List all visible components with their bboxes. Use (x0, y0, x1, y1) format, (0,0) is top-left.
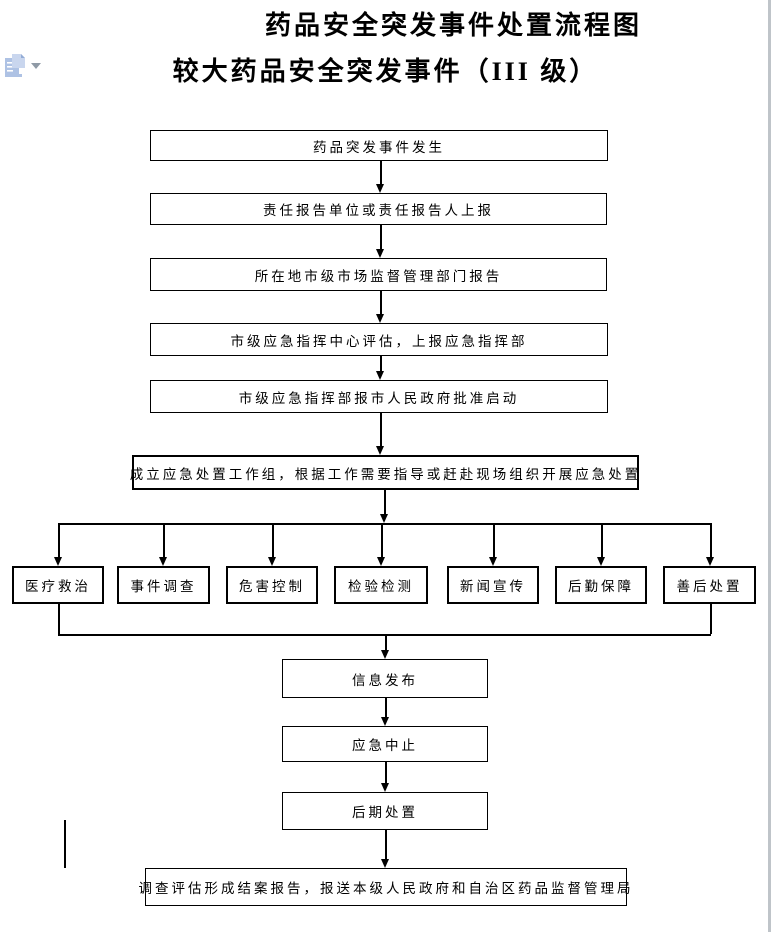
arrowhead-down-icon (706, 557, 714, 566)
arrow-down (272, 523, 274, 557)
flow-node-city-command-center-assess: 市级应急指挥中心评估，上报应急指挥部 (150, 323, 608, 356)
arrow-down (380, 291, 382, 314)
flow-node-incident-occurs: 药品突发事件发生 (150, 130, 608, 161)
arrow-down (380, 356, 382, 371)
branch-collector-line (58, 634, 711, 636)
flow-node-news-publicity: 新闻宣传 (447, 566, 539, 604)
arrowhead-down-icon (54, 557, 62, 566)
connector-line (710, 604, 712, 634)
flow-node-city-government-approval: 市级应急指挥部报市人民政府批准启动 (150, 380, 608, 413)
flow-node-setup-workgroup: 成立应急处置工作组，根据工作需要指导或赶赴现场组织开展应急处置 (130, 455, 639, 490)
flow-node-inspection-testing: 检验检测 (334, 566, 428, 604)
arrow-down (380, 225, 382, 249)
arrow-down (385, 830, 387, 859)
flow-node-incident-investigation: 事件调查 (117, 566, 210, 604)
flow-node-final-report: 调查评估形成结案报告，报送本级人民政府和自治区药品监督管理局 (139, 868, 631, 906)
arrowhead-down-icon (381, 783, 389, 792)
arrow-down (163, 523, 165, 557)
flowchart-subtitle: 较大药品安全突发事件（III 级） (172, 57, 599, 86)
arrowhead-down-icon (376, 314, 384, 323)
arrow-down (710, 523, 712, 557)
flow-node-emergency-termination: 应急中止 (282, 726, 488, 762)
arrowhead-down-icon (376, 446, 384, 455)
flow-node-city-market-bureau-report: 所在地市级市场监督管理部门报告 (150, 258, 607, 291)
arrowhead-down-icon (268, 557, 276, 566)
arrow-down (385, 762, 387, 783)
arrowhead-down-icon (381, 650, 389, 659)
clipboard-paste-icon (4, 53, 28, 86)
arrow-down (380, 413, 382, 446)
arrowhead-down-icon (380, 514, 388, 523)
flowchart-title: 药品安全突发事件处置流程图 (264, 11, 642, 40)
flow-node-later-disposal: 后期处置 (282, 792, 488, 830)
flow-node-responsible-report: 责任报告单位或责任报告人上报 (150, 193, 607, 225)
arrowhead-down-icon (597, 557, 605, 566)
connector-line (58, 604, 60, 634)
chevron-down-icon[interactable] (31, 63, 41, 69)
arrowhead-down-icon (489, 557, 497, 566)
flow-node-logistics-support: 后勤保障 (555, 566, 647, 604)
flow-node-hazard-control: 危害控制 (226, 566, 318, 604)
arrow-down (385, 698, 387, 717)
vertical-line-shape (64, 820, 66, 868)
page-edge (768, 0, 771, 932)
arrow-down (493, 523, 495, 557)
arrow-down (381, 523, 383, 557)
arrowhead-down-icon (159, 557, 167, 566)
arrowhead-down-icon (377, 557, 385, 566)
flow-node-aftermath-disposal: 善后处置 (663, 566, 756, 604)
arrowhead-down-icon (381, 717, 389, 726)
arrowhead-down-icon (376, 371, 384, 380)
arrow-down (58, 523, 60, 557)
arrowhead-down-icon (381, 859, 389, 868)
arrow-down (384, 490, 386, 514)
flow-node-information-release: 信息发布 (282, 659, 488, 698)
paste-options-button[interactable] (4, 50, 48, 84)
arrow-down (380, 161, 382, 184)
arrow-down (385, 634, 387, 650)
arrow-down (601, 523, 603, 557)
arrowhead-down-icon (376, 249, 384, 258)
branch-distribution-line (58, 523, 711, 525)
flow-node-medical-treatment: 医疗救治 (12, 566, 104, 604)
arrowhead-down-icon (376, 184, 384, 193)
